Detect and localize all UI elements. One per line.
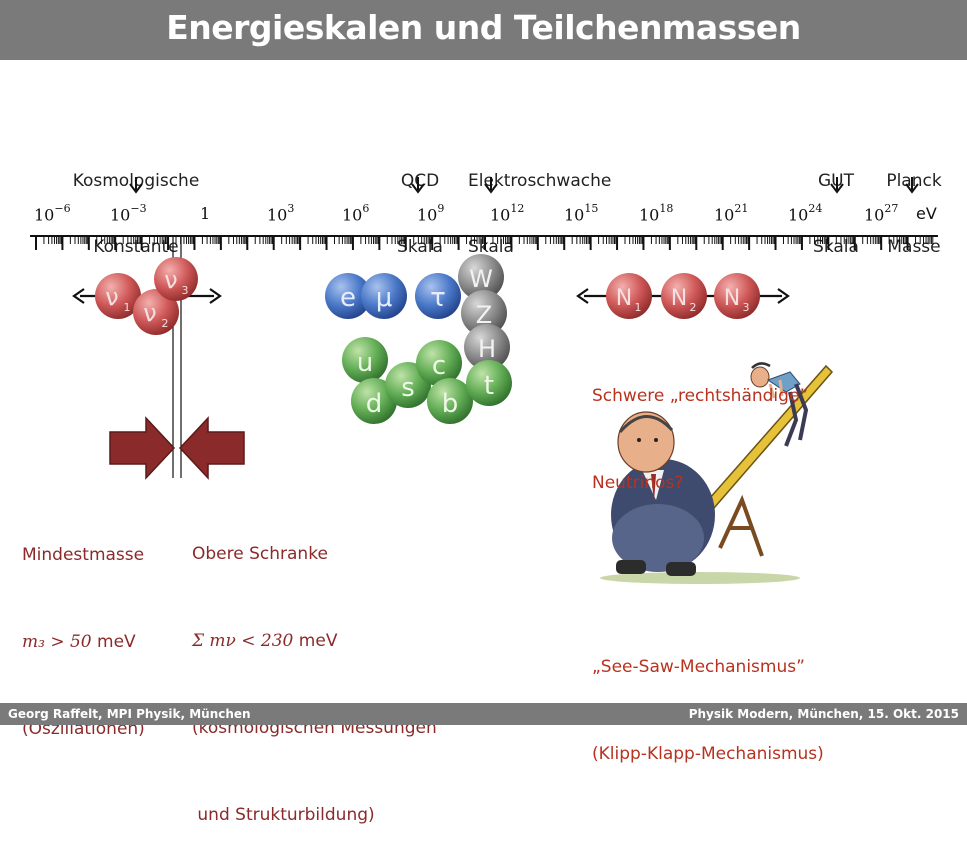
svg-text:u: u — [357, 348, 373, 378]
tick-label-1e9: 109 — [417, 202, 445, 225]
tick-label-1e24: 1024 — [788, 202, 823, 225]
footer-bar: Georg Raffelt, MPI Physik, München Physi… — [0, 703, 967, 725]
svg-text:d: d — [366, 389, 383, 419]
energy-axis — [30, 235, 938, 250]
scale-pointer-arrows — [129, 177, 919, 194]
tick-label-1e12: 1012 — [490, 202, 525, 225]
heavy-neutrino-n3: N 3 — [714, 273, 760, 319]
svg-text:1: 1 — [635, 301, 642, 314]
svg-text:3: 3 — [743, 301, 750, 314]
svg-text:e: e — [340, 283, 356, 313]
tick-label-1e15: 1015 — [564, 202, 599, 225]
particle-electron: e — [325, 273, 371, 319]
svg-text:t: t — [484, 371, 494, 401]
svg-text:1: 1 — [124, 301, 131, 314]
svg-text:N: N — [671, 286, 687, 311]
svg-text:c: c — [432, 351, 446, 381]
tick-label-1: 1 — [200, 204, 211, 223]
tick-label-1e-3: 10−3 — [110, 202, 147, 225]
lower-bound-arrow — [109, 416, 176, 480]
particle-tau: τ — [415, 273, 461, 319]
heavy-neutrino-n1: N 1 — [606, 273, 652, 319]
tick-label-1e27: 1027 — [864, 202, 899, 225]
svg-text:N: N — [616, 286, 632, 311]
svg-text:μ: μ — [376, 283, 393, 313]
upper-bound-arrow — [178, 416, 245, 480]
svg-text:Z: Z — [476, 301, 492, 329]
footer-author: Georg Raffelt, MPI Physik, München — [8, 707, 251, 721]
tick-label-1e-6: 10−6 — [34, 202, 71, 225]
diagram-canvas: ν 1 ν 2 ν 3 e μ τ W Z H u — [30, 177, 938, 584]
boson-w: W — [458, 254, 504, 300]
neutrino-nu1: ν 1 — [95, 273, 141, 319]
quark-t: t — [466, 360, 512, 406]
svg-text:H: H — [478, 335, 496, 363]
tick-label-1e3: 103 — [267, 202, 295, 225]
label-planck-mass: Planck Masse — [886, 171, 942, 257]
svg-text:ν: ν — [105, 283, 118, 311]
lower-bound-note: Mindestmasse m₃ > 50 meV (Oszillationen) — [22, 545, 145, 739]
svg-text:τ: τ — [430, 283, 446, 313]
quark-b: b — [427, 378, 473, 424]
boson-higgs: H — [464, 324, 510, 370]
quark-u: u — [342, 337, 388, 383]
quark-c: c — [416, 340, 462, 386]
svg-text:N: N — [724, 286, 740, 311]
svg-text:ν: ν — [164, 266, 177, 294]
slide-title: Energieskalen und Teilchenmassen — [166, 8, 801, 47]
seesaw-cartoon-illustration — [600, 362, 834, 584]
svg-text:2: 2 — [690, 301, 697, 314]
neutrino-nu3: ν 3 — [154, 257, 198, 301]
svg-text:b: b — [442, 389, 459, 419]
svg-text:s: s — [401, 373, 415, 403]
axis-unit: eV — [916, 204, 937, 223]
upper-bound-note: Obere Schranke Σ mν < 230 meV (kosmologi… — [192, 544, 437, 825]
tick-label-1e21: 1021 — [714, 202, 749, 225]
boson-z: Z — [461, 290, 507, 336]
particle-muon: μ — [361, 273, 407, 319]
heavy-neutrino-note: Schwere „rechtshändige” Neutrinos? — [592, 386, 809, 493]
svg-text:3: 3 — [182, 284, 189, 297]
neutrino-nu2: ν 2 — [133, 289, 179, 335]
svg-text:ν: ν — [143, 299, 156, 327]
seesaw-note: „See-Saw-Mechanismus” (Klipp-Klapp-Mecha… — [592, 657, 824, 764]
footer-event: Physik Modern, München, 15. Okt. 2015 — [688, 707, 959, 721]
heavy-neutrino-n2: N 2 — [661, 273, 707, 319]
svg-text:W: W — [469, 265, 493, 293]
svg-text:2: 2 — [162, 317, 169, 330]
tick-label-1e18: 1018 — [639, 202, 674, 225]
title-bar — [0, 0, 967, 60]
tick-label-1e6: 106 — [342, 202, 370, 225]
